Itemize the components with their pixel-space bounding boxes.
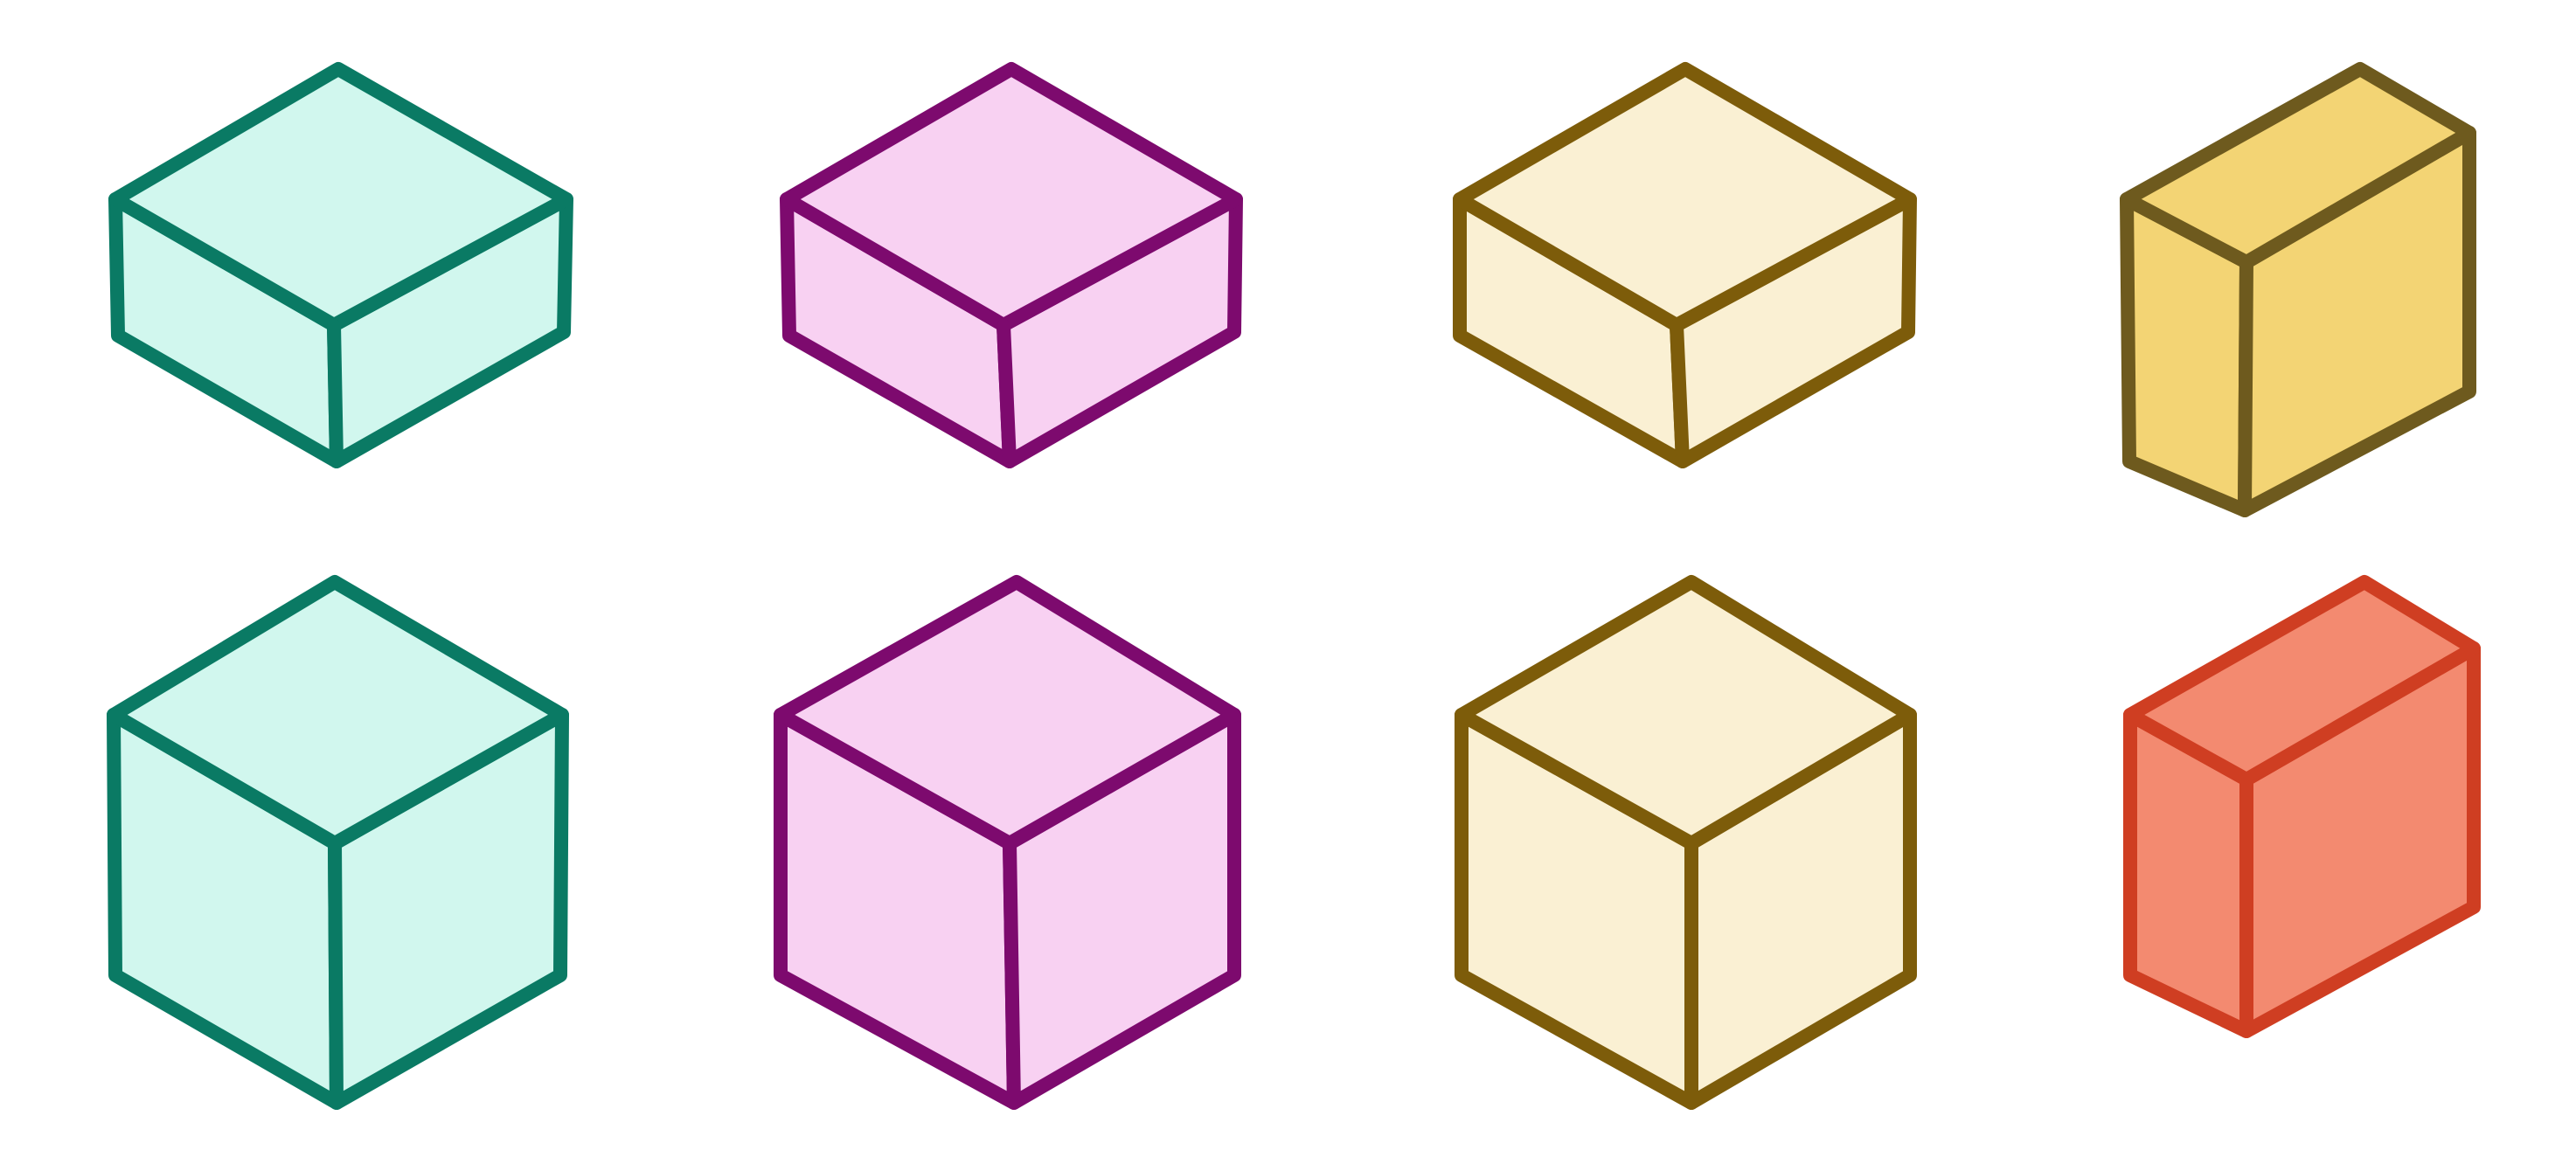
box-front-edge xyxy=(1003,837,1020,1109)
box-front-edge xyxy=(997,319,1016,468)
box-purple-cube xyxy=(774,575,1241,1110)
box-gold-tall xyxy=(2120,62,2476,517)
box-purple-flat xyxy=(780,62,1243,468)
box-teal-cube xyxy=(107,575,569,1110)
box-cream-cube xyxy=(1455,575,1917,1110)
box-front-edge xyxy=(328,319,343,468)
box-front-edge xyxy=(1670,319,1689,468)
box-front-edge xyxy=(329,837,343,1109)
box-coral-tall xyxy=(2123,575,2481,1038)
box-teal-flat xyxy=(108,62,573,468)
box-cream-flat xyxy=(1453,62,1917,468)
boxes-layer xyxy=(107,62,2481,1110)
box-front-edge xyxy=(2239,256,2253,516)
